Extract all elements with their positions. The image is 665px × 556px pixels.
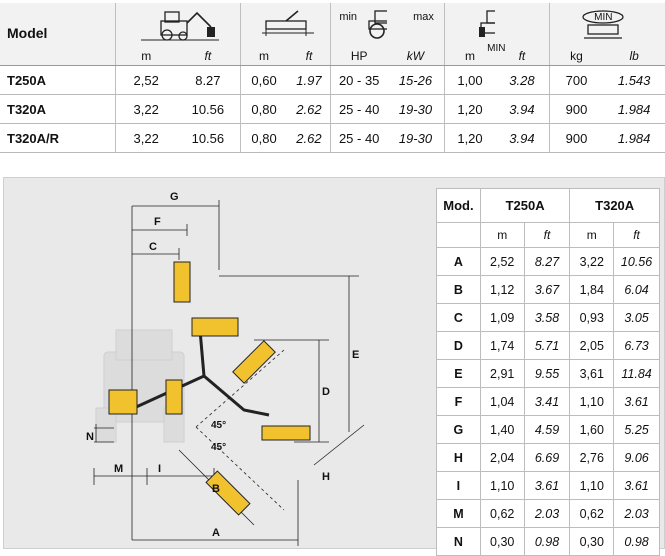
label-g: G — [170, 191, 179, 203]
specs-row: T250A 2,52 8.27 0,60 1.97 20 - 35 15-26 … — [0, 65, 665, 95]
width-ft-header: MIN ft — [487, 3, 550, 66]
reach-m-header: m — [115, 3, 220, 66]
dims-units-row: m ft m ft — [436, 222, 660, 248]
specs-table: Model m ft m ft min — [0, 3, 665, 153]
label-d: D — [322, 386, 330, 398]
label-e: E — [352, 349, 359, 361]
mod-header: Mod. — [436, 188, 481, 223]
mower-head-diagonal — [232, 340, 276, 384]
mower-head-icon — [261, 10, 314, 36]
specs-row: T320A 3,22 10.56 0,80 2.62 25 - 40 19-30… — [0, 94, 665, 124]
mower-cylinder — [165, 379, 183, 415]
tractor-arm-icon — [141, 11, 220, 41]
specs-header-row: Model m ft m ft min — [0, 3, 665, 66]
label-a: A — [212, 527, 220, 539]
mower-positions — [108, 261, 311, 516]
label-f: F — [154, 216, 161, 228]
model-header: Model — [0, 3, 117, 66]
label-h: H — [322, 471, 330, 483]
mower-head-vertical — [173, 261, 191, 303]
dimension-labels: G F C E D H B A M I N 45° 45° — [86, 191, 359, 539]
dimension-lines — [93, 200, 365, 546]
mower-head-raised — [191, 317, 239, 337]
weight-kg-header: MIN kg — [549, 3, 624, 66]
label-c: C — [149, 241, 157, 253]
mower-head-ground — [261, 425, 311, 441]
width-m-header: m — [444, 3, 512, 66]
label-angle-lower: 45° — [211, 442, 226, 453]
power-kw-header: max kW — [387, 3, 445, 66]
mower-head-ditch — [205, 470, 251, 516]
mower-dimension-diagram: G F C E D H B A M I N 45° 45° — [86, 191, 365, 546]
label-angle-upper: 45° — [211, 420, 226, 431]
cut-m-header: m — [240, 3, 314, 66]
dims-header-row: Mod. T250A T320A — [436, 188, 660, 223]
label-i: I — [158, 463, 161, 475]
label-b: B — [212, 483, 220, 495]
label-n: N — [86, 431, 94, 443]
power-hp-header: min HP — [330, 3, 405, 66]
mower-mount — [108, 389, 138, 415]
weight-icon — [582, 10, 624, 39]
model-a-header: T250A — [479, 188, 571, 223]
specs-row: T320A/R 3,22 10.56 0,80 2.62 25 - 40 19-… — [0, 123, 665, 153]
model-b-header: T320A — [569, 188, 660, 223]
dimensions-panel: G F C E D H B A M I N 45° 45° Mod. T250A… — [3, 177, 665, 556]
label-m: M — [114, 463, 123, 475]
